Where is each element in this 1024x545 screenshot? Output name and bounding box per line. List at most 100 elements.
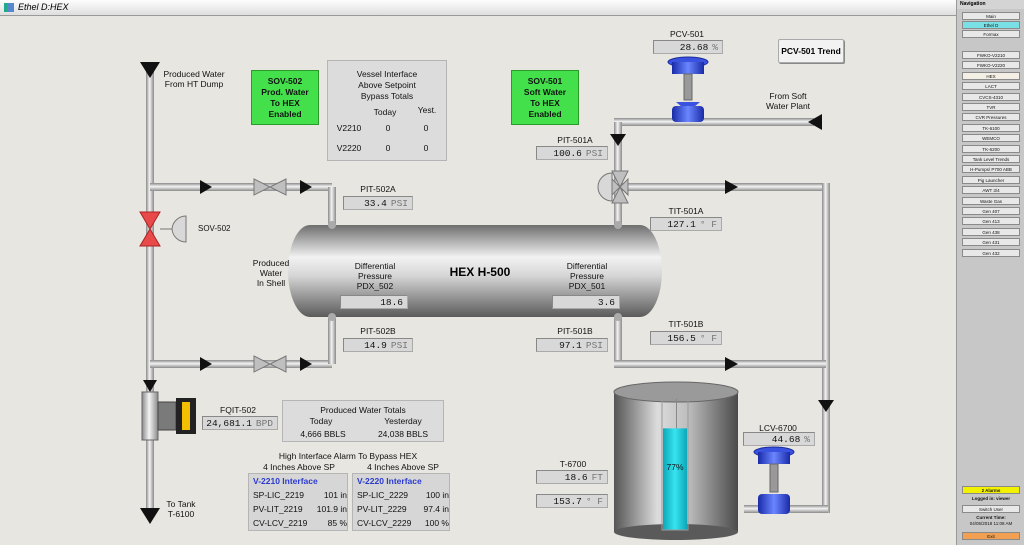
sov501-btn-line3: To HEX [530,97,560,108]
nav-item-fwko-v2210[interactable]: FWKO-V2210 [962,51,1020,59]
manual-valve-bottom [253,355,287,373]
nav-item-gen-407[interactable]: Gen 407 [962,207,1020,215]
t6700-level-value: 18.6 [564,472,588,483]
bypass-row-today: 0 [385,143,391,153]
sov-501-status-button[interactable]: SOV-501 Soft Water To HEX Enabled [511,70,579,125]
bypass-title1: Vessel Interface [356,69,418,79]
v2220-row-value: 100 in [425,490,449,500]
nav-item-gen-432[interactable]: Gen 432 [962,248,1020,257]
high-interface-left-sub: 4 Inches Above SP [263,462,335,472]
nav-item-tvr[interactable]: TVR [962,103,1020,111]
nav-item-fwko-v2220[interactable]: FWKO-V2220 [962,61,1020,70]
switch-user-button[interactable]: Switch User [962,505,1020,513]
sov-502-status-button[interactable]: SOV-502 Prod. Water To HEX Enabled [251,70,319,125]
pit-502b-value: 14.9 [364,340,387,351]
flow-arrow [808,114,822,130]
lcv-6700-value: 44.68 [771,434,801,445]
nav-item-h-pumps-p700-abb[interactable]: H-Pumps/ P700 ABB [962,165,1020,174]
pcv-501-value-box: 28.68% [653,40,723,54]
fqit-502-meter [141,391,196,441]
pit-501b-value: 97.1 [559,340,582,351]
high-interface-right-sub: 4 Inches Above SP [367,462,439,472]
nav-item-hex[interactable]: HEX [962,71,1020,80]
nav-item-tk-6200[interactable]: TK-6200 [962,144,1020,153]
right-dp-line2: Pressure [569,271,604,281]
nav-ethel-d-button[interactable]: Ethel D [962,21,1020,29]
nav-main-button[interactable]: Main [962,12,1020,20]
nav-item-tk-6100[interactable]: TK-6100 [962,123,1020,132]
lcv-6700-unit: % [804,434,810,445]
nav-item-gen-438[interactable]: Gen 438 [962,227,1020,236]
v2210-row-name: SP-LIC_2219 [253,490,305,500]
v2220-row-name: CV-LCV_2229 [357,518,412,528]
v2220-row-value: 100 % [424,518,449,528]
lcv-6700-valve [753,446,795,514]
nav-formax-button[interactable]: Formax [962,30,1020,38]
flow-arrow [300,180,312,194]
nav-item-gen-413[interactable]: Gen 413 [962,217,1020,226]
tank-level-percent: 77% [666,462,684,472]
nav-item-waste-gas[interactable]: Waste Gas [962,196,1020,205]
pcv-501-trend-button[interactable]: PCV-501 Trend [778,39,844,63]
nav-item-cvcs-4310[interactable]: CVCS-4310 [962,92,1020,101]
pit-502b-tag: PIT-502B [360,326,396,336]
soft-water-line2: Water Plant [765,101,811,111]
left-dp-label: Differential Pressure PDX_502 [344,261,406,291]
pcv-501-value: 28.68 [679,42,709,53]
current-time-value: 04/05/2018 11:08 AM [969,521,1013,526]
v2220-row-name: PV-LIT_2229 [357,504,407,514]
pcv-501-tag: PCV-501 [669,29,705,39]
v2210-row-value: 85 % [327,518,347,528]
totals-today-value: 4,666 BBLS [300,429,346,439]
pit-502a-unit: PSI [390,198,408,209]
nav-item-pig-launcher[interactable]: Pig Launcher [962,175,1020,184]
v2210-interface-panel: V-2210 Interface SP-LIC_2219 101 in PV-L… [248,473,348,531]
sov501-btn-line1: SOV-501 [527,75,563,86]
current-time-label: Current Time: [976,515,1006,520]
window-titlebar: Ethel D:HEX [0,0,1024,16]
produced-water-in-shell-label: Produced Water In Shell [244,258,298,288]
tit-501a-tag: TIT-501A [668,206,704,216]
left-dp-line2: Pressure [357,271,392,281]
pit-502b-unit: PSI [390,340,408,351]
soft-water-label: From Soft Water Plant [752,91,824,111]
tit-501b-unit: ° F [699,333,717,344]
nav-item-cvr-pressures[interactable]: CVR Pressures [962,113,1020,122]
nav-item-gen-431[interactable]: Gen 431 [962,238,1020,247]
to-tank-line1: To Tank [166,499,196,509]
fqit-502-unit: BPD [255,418,273,429]
alarms-button[interactable]: 2 Alarms [962,486,1020,494]
sov502-btn-line4: Enabled [268,108,302,119]
sov502-btn-line2: Prod. Water [261,86,309,97]
pit-501a-value: 100.6 [553,148,582,159]
nav-item-tank-level-trends[interactable]: Tank Level Trends [962,155,1020,163]
pit-502a-value: 33.4 [364,198,387,209]
exit-button[interactable]: Exit [962,532,1020,540]
t6700-temp-box: 153.7° F [536,494,608,508]
bypass-row-name: V2220 [336,143,362,153]
sov502-btn-line1: SOV-502 [267,75,303,86]
totals-title: Produced Water Totals [320,405,406,415]
sov501-btn-line2: Soft Water [523,86,567,97]
to-tank-line2: T-6100 [167,509,195,519]
flow-arrow [300,357,312,371]
nav-item-wemco[interactable]: WEMCO [962,134,1020,143]
nav-item-awt-3-4[interactable]: AWT 3/4 [962,186,1020,195]
v2210-row-value: 101.9 in [316,504,347,514]
bypass-totals-panel: Vessel Interface Above Setpoint Bypass T… [327,60,447,161]
tit-501b-value-box: 156.5° F [650,331,722,345]
flow-arrow [610,134,626,146]
nav-item-lact[interactable]: LACT [962,82,1020,91]
produced-water-source-label: Produced Water From HT Dump [148,69,240,89]
t6700-temp-unit: ° F [585,496,603,507]
produced-water-line1: Produced Water [163,69,225,79]
flow-arrow [143,380,157,392]
sov-501-valve [597,170,629,204]
t6700-level-unit: FT [591,472,603,483]
pit-501b-tag: PIT-501B [557,326,593,336]
flow-arrow [200,357,212,371]
bypass-col-yest: Yest. [417,105,437,115]
